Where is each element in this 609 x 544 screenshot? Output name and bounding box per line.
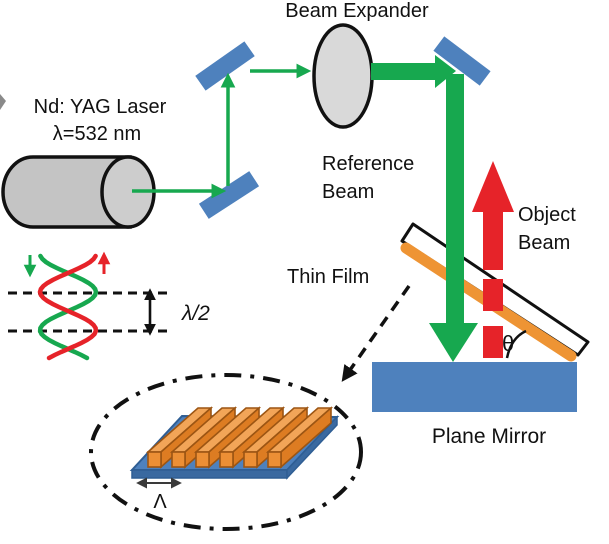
- theta-angle-arc: [505, 329, 527, 359]
- expanded-beam-arrowhead-icon: [435, 55, 456, 88]
- object-beam-label-line2: Beam: [518, 232, 570, 254]
- grating-period-label: Λ: [153, 491, 167, 513]
- reference-beam-body: [446, 74, 464, 324]
- substrate-front-face: [131, 469, 288, 479]
- steering-mirror-upper: [195, 41, 255, 91]
- laser-label-line1: Nd: YAG Laser: [34, 96, 167, 118]
- fringe-spacing-label: λ/2: [181, 302, 210, 325]
- thin-film-label: Thin Film: [287, 266, 369, 288]
- reference-beam-label-line2: Beam: [322, 181, 374, 203]
- wave-red: [37, 253, 99, 361]
- laser: [1, 155, 156, 229]
- reference-beam-label-line1: Reference: [322, 153, 414, 175]
- steering-mirror-lower: [198, 171, 260, 219]
- zoom-ellipse: [89, 373, 363, 531]
- zoom-arrow: [341, 284, 411, 382]
- grating-bar: [265, 406, 334, 469]
- grating-inset: Λ: [89, 284, 411, 531]
- interference-inset: λ/2: [8, 251, 210, 361]
- laser-body: [1, 155, 132, 229]
- beam-expander-label: Beam Expander: [285, 0, 429, 22]
- object-beam-body: [483, 212, 503, 270]
- grating-bars: [145, 406, 334, 469]
- object-beam-dash: [483, 279, 503, 311]
- plane-mirror: [372, 362, 577, 412]
- object-beam-dash: [483, 326, 503, 358]
- object-beam-label-line1: Object: [518, 204, 576, 226]
- beam-expander-lens: [312, 23, 374, 129]
- expanded-beam-body: [371, 63, 435, 80]
- steering-mirror-top-right: [433, 36, 491, 86]
- expanded-beam: [371, 55, 456, 88]
- theta-label: θ: [502, 331, 514, 356]
- reference-beam: [429, 74, 478, 362]
- plane-mirror-label: Plane Mirror: [432, 425, 546, 448]
- laser-label-line2: λ=532 nm: [53, 123, 141, 145]
- object-beam: [472, 161, 514, 358]
- edge-artifact: [0, 94, 6, 110]
- reference-beam-arrowhead-icon: [429, 323, 478, 362]
- substrate-right-face: [286, 415, 338, 480]
- object-beam-arrowhead-icon: [472, 161, 514, 212]
